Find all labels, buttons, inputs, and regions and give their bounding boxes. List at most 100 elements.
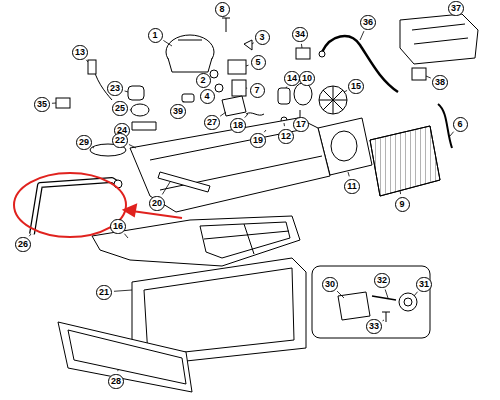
switch bbox=[412, 68, 426, 80]
leader-line bbox=[450, 132, 454, 136]
leader-line bbox=[426, 76, 431, 78]
grommet bbox=[215, 84, 223, 92]
pan-recess bbox=[200, 222, 290, 258]
motor-mount bbox=[278, 88, 290, 104]
leader-line bbox=[400, 190, 402, 194]
leader-line bbox=[348, 172, 349, 176]
highlight-arrow bbox=[132, 211, 182, 218]
bracket bbox=[132, 122, 156, 130]
highlight-circle bbox=[14, 173, 126, 237]
shaft-screw bbox=[372, 296, 396, 300]
leader-line bbox=[301, 44, 303, 48]
screw bbox=[222, 18, 230, 32]
callout-number: 6 bbox=[453, 117, 468, 132]
callout-number: 14 bbox=[284, 71, 300, 86]
kick-plate bbox=[58, 322, 192, 392]
clip bbox=[244, 40, 252, 50]
leader-line bbox=[414, 292, 418, 296]
callout-number: 13 bbox=[72, 45, 88, 60]
leader-line bbox=[337, 291, 344, 298]
callout-number: 20 bbox=[149, 196, 165, 211]
tube-end bbox=[319, 51, 325, 57]
callout-number: 15 bbox=[348, 79, 364, 94]
drain-tube-core bbox=[32, 180, 120, 234]
callout-number: 3 bbox=[255, 30, 270, 45]
drain-pan bbox=[92, 216, 300, 266]
callout-number: 27 bbox=[204, 115, 220, 130]
leader-line bbox=[93, 147, 94, 149]
leader-line bbox=[29, 234, 31, 236]
start-capacitor bbox=[128, 86, 144, 100]
compressor-seam bbox=[178, 40, 202, 41]
leader-line bbox=[264, 130, 266, 132]
highlight-arrowhead bbox=[124, 205, 136, 216]
overload bbox=[232, 80, 246, 96]
leader-line bbox=[344, 90, 347, 92]
callout-number: 38 bbox=[432, 75, 448, 90]
terminal-block bbox=[222, 96, 246, 116]
knob-center bbox=[404, 298, 412, 306]
leader-line bbox=[284, 123, 285, 126]
control-housing bbox=[400, 14, 478, 64]
callout-number: 31 bbox=[416, 277, 432, 292]
evaporator-outline bbox=[370, 126, 440, 196]
clip bbox=[246, 113, 264, 115]
leader-line bbox=[125, 91, 128, 92]
leader-line bbox=[245, 114, 248, 118]
callout-number: 18 bbox=[230, 118, 246, 133]
callout-number: 34 bbox=[292, 27, 308, 42]
leader-line bbox=[117, 370, 118, 371]
leader-line bbox=[52, 103, 56, 104]
leader-line bbox=[220, 112, 226, 116]
leader-line bbox=[163, 40, 172, 46]
screw bbox=[382, 312, 390, 322]
kick-plate-detail bbox=[68, 330, 186, 384]
leader-line bbox=[246, 65, 249, 67]
leader-line bbox=[130, 109, 131, 110]
callout-number: 35 bbox=[34, 97, 50, 112]
callout-number: 10 bbox=[299, 71, 315, 86]
callout-number: 12 bbox=[278, 129, 294, 144]
compressor-base bbox=[168, 58, 212, 72]
leader-line bbox=[383, 320, 384, 322]
mounting-plate bbox=[130, 118, 330, 212]
leader-line bbox=[124, 234, 128, 238]
fan-blade bbox=[319, 86, 347, 114]
capacitor bbox=[88, 60, 96, 74]
drain-tube bbox=[32, 180, 120, 234]
callout-number: 37 bbox=[448, 1, 464, 16]
leader-line bbox=[183, 101, 185, 102]
pan-divider bbox=[204, 224, 289, 254]
callout-number: 26 bbox=[15, 237, 31, 252]
connector bbox=[296, 48, 310, 59]
plug bbox=[56, 98, 70, 108]
callout-number: 9 bbox=[395, 197, 410, 212]
callout-number: 36 bbox=[360, 15, 376, 30]
start-device bbox=[131, 104, 149, 116]
inset-frame bbox=[312, 266, 430, 338]
callout-number: 1 bbox=[148, 28, 163, 43]
callout-number: 11 bbox=[344, 179, 360, 194]
leader-line bbox=[286, 87, 288, 88]
leader-line bbox=[252, 43, 254, 44]
housing-detail bbox=[412, 24, 468, 44]
callout-number: 2 bbox=[196, 73, 211, 88]
callout-number: 32 bbox=[374, 273, 390, 288]
callout-number: 21 bbox=[96, 285, 112, 300]
callout-number: 28 bbox=[108, 374, 124, 389]
harness bbox=[438, 104, 452, 148]
leader-line bbox=[162, 182, 170, 194]
callout-number: 25 bbox=[112, 101, 128, 116]
shroud-opening bbox=[331, 131, 357, 161]
callout-number: 30 bbox=[322, 277, 338, 292]
callout-number: 33 bbox=[366, 319, 382, 334]
leader-line bbox=[246, 88, 247, 89]
callout-number: 8 bbox=[215, 2, 230, 17]
callout-number: 19 bbox=[250, 133, 266, 148]
fan-motor bbox=[294, 83, 312, 105]
grommet bbox=[210, 70, 218, 78]
leader-line bbox=[114, 290, 132, 291]
fan-spokes bbox=[319, 86, 347, 114]
